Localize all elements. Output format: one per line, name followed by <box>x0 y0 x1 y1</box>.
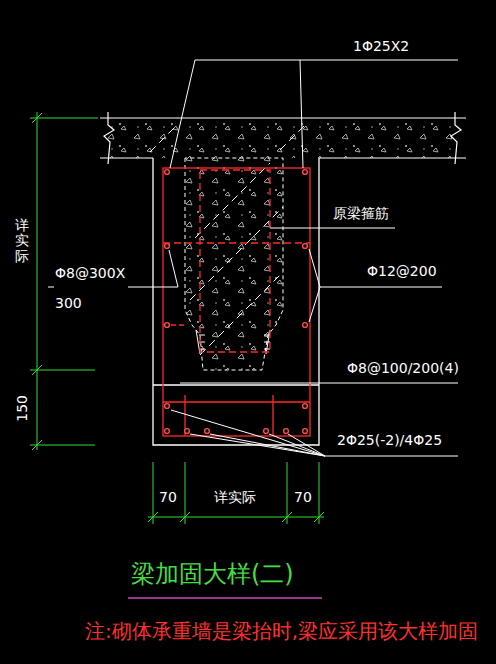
dimension-text: 150 <box>14 394 31 423</box>
floor-slab <box>100 112 466 164</box>
rebar-callout: 原梁箍筋 <box>332 205 390 222</box>
rebar-callout: 1Φ25X2 <box>352 38 410 55</box>
stirrups <box>163 168 310 436</box>
leader-lines <box>48 60 458 456</box>
rebar-callout: Φ8@300X 300 <box>54 258 128 318</box>
dimension-lines <box>30 112 324 524</box>
title-underline <box>128 597 322 599</box>
jacket-outline <box>153 158 319 445</box>
rebar-callout: Φ12@200 <box>366 263 438 280</box>
dimension-text: 详实际 <box>213 489 257 506</box>
note-text: 注:砌体承重墙是梁抬时,梁应采用该大样加固 <box>84 619 479 643</box>
dimension-text: 70 <box>158 489 178 506</box>
dimension-text: 详实际 <box>14 218 30 264</box>
rebar-dots <box>165 170 308 434</box>
dimension-text: 70 <box>293 489 313 506</box>
rebar-callout: 2Φ25(-2)/4Φ25 <box>336 432 443 449</box>
drawing-title: 梁加固大样(二) <box>130 560 295 589</box>
rebar-callout: Φ8@100/200(4) <box>346 360 460 377</box>
original-beam <box>150 125 305 370</box>
